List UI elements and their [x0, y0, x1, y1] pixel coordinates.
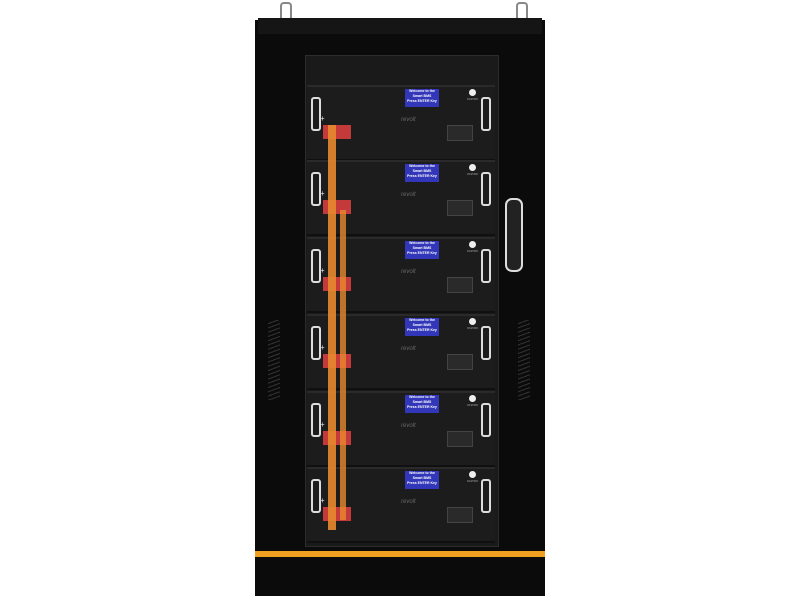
- brand-logo: revolt: [401, 192, 416, 198]
- cabinet-top: [258, 18, 542, 34]
- power-button[interactable]: ON/OFF: [467, 471, 478, 483]
- bms-display: Welcome to the Smart BMS Press ENTER Key: [405, 471, 439, 489]
- negative-terminal: [447, 200, 473, 216]
- positive-symbol: +: [320, 189, 325, 198]
- display-line-1: Welcome to the: [409, 318, 435, 322]
- bms-display: Welcome to the Smart BMS Press ENTER Key: [405, 395, 439, 413]
- power-knob-icon: [469, 471, 477, 478]
- display-line-1: Welcome to the: [409, 395, 435, 399]
- busbar-link: [340, 210, 346, 520]
- vent-left: [268, 320, 280, 400]
- module-handle-left[interactable]: [311, 172, 321, 206]
- positive-symbol: +: [320, 496, 325, 505]
- module-handle-right[interactable]: [481, 403, 491, 437]
- display-line-2: Smart BMS: [412, 476, 432, 480]
- brand-logo: revolt: [401, 269, 416, 275]
- module-handle-left[interactable]: [311, 326, 321, 360]
- module-handle-left[interactable]: [311, 479, 321, 513]
- display-line-3: Press ENTER Key: [407, 481, 437, 485]
- positive-symbol: +: [320, 266, 325, 275]
- display-line-2: Smart BMS: [412, 169, 432, 173]
- positive-symbol: +: [320, 420, 325, 429]
- display-line-3: Press ENTER Key: [407, 251, 437, 255]
- negative-terminal: [447, 431, 473, 447]
- display-line-2: Smart BMS: [412, 246, 432, 250]
- lifting-hook-left: [280, 2, 292, 22]
- power-label: ON/OFF: [467, 249, 479, 253]
- power-button[interactable]: ON/OFF: [467, 395, 478, 407]
- module-handle-left[interactable]: [311, 97, 321, 131]
- positive-symbol: +: [320, 343, 325, 352]
- negative-terminal: [447, 354, 473, 370]
- battery-module: Welcome to the Smart BMS Press ENTER Key…: [307, 160, 495, 236]
- module-handle-right[interactable]: [481, 326, 491, 360]
- battery-module: Welcome to the Smart BMS Press ENTER Key…: [307, 314, 495, 390]
- bms-display: Welcome to the Smart BMS Press ENTER Key: [405, 241, 439, 259]
- module-handle-left[interactable]: [311, 403, 321, 437]
- brand-logo: revolt: [401, 117, 416, 123]
- negative-terminal: [447, 507, 473, 523]
- brand-logo: revolt: [401, 423, 416, 429]
- display-line-3: Press ENTER Key: [407, 99, 437, 103]
- power-button[interactable]: ON/OFF: [467, 241, 478, 253]
- display-line-1: Welcome to the: [409, 241, 435, 245]
- bms-display: Welcome to the Smart BMS Press ENTER Key: [405, 164, 439, 182]
- power-label: ON/OFF: [467, 97, 479, 101]
- power-label: ON/OFF: [467, 326, 479, 330]
- vent-right: [518, 320, 530, 400]
- display-line-2: Smart BMS: [412, 94, 432, 98]
- power-knob-icon: [469, 395, 477, 402]
- power-button[interactable]: ON/OFF: [467, 318, 478, 330]
- display-line-3: Press ENTER Key: [407, 405, 437, 409]
- module-handle-right[interactable]: [481, 172, 491, 206]
- power-label: ON/OFF: [467, 172, 479, 176]
- display-line-1: Welcome to the: [409, 164, 435, 168]
- lifting-hook-right: [516, 2, 528, 22]
- display-line-2: Smart BMS: [412, 323, 432, 327]
- module-handle-left[interactable]: [311, 249, 321, 283]
- battery-module: Welcome to the Smart BMS Press ENTER Key…: [307, 391, 495, 467]
- power-knob-icon: [469, 318, 477, 325]
- display-line-2: Smart BMS: [412, 400, 432, 404]
- display-line-3: Press ENTER Key: [407, 174, 437, 178]
- negative-terminal: [447, 125, 473, 141]
- power-knob-icon: [469, 241, 477, 248]
- power-knob-icon: [469, 164, 477, 171]
- brand-logo: revolt: [401, 346, 416, 352]
- display-line-1: Welcome to the: [409, 89, 435, 93]
- bms-display: Welcome to the Smart BMS Press ENTER Key: [405, 89, 439, 107]
- busbar-positive: [328, 125, 336, 530]
- brand-logo: revolt: [401, 499, 416, 505]
- power-label: ON/OFF: [467, 403, 479, 407]
- door-handle[interactable]: [505, 198, 523, 272]
- module-handle-right[interactable]: [481, 249, 491, 283]
- display-line-3: Press ENTER Key: [407, 328, 437, 332]
- positive-symbol: +: [320, 114, 325, 123]
- display-line-1: Welcome to the: [409, 471, 435, 475]
- module-handle-right[interactable]: [481, 479, 491, 513]
- module-handle-right[interactable]: [481, 97, 491, 131]
- power-knob-icon: [469, 89, 477, 96]
- power-button[interactable]: ON/OFF: [467, 89, 478, 101]
- accent-stripe: [255, 551, 545, 557]
- bms-display: Welcome to the Smart BMS Press ENTER Key: [405, 318, 439, 336]
- power-label: ON/OFF: [467, 479, 479, 483]
- power-button[interactable]: ON/OFF: [467, 164, 478, 176]
- negative-terminal: [447, 277, 473, 293]
